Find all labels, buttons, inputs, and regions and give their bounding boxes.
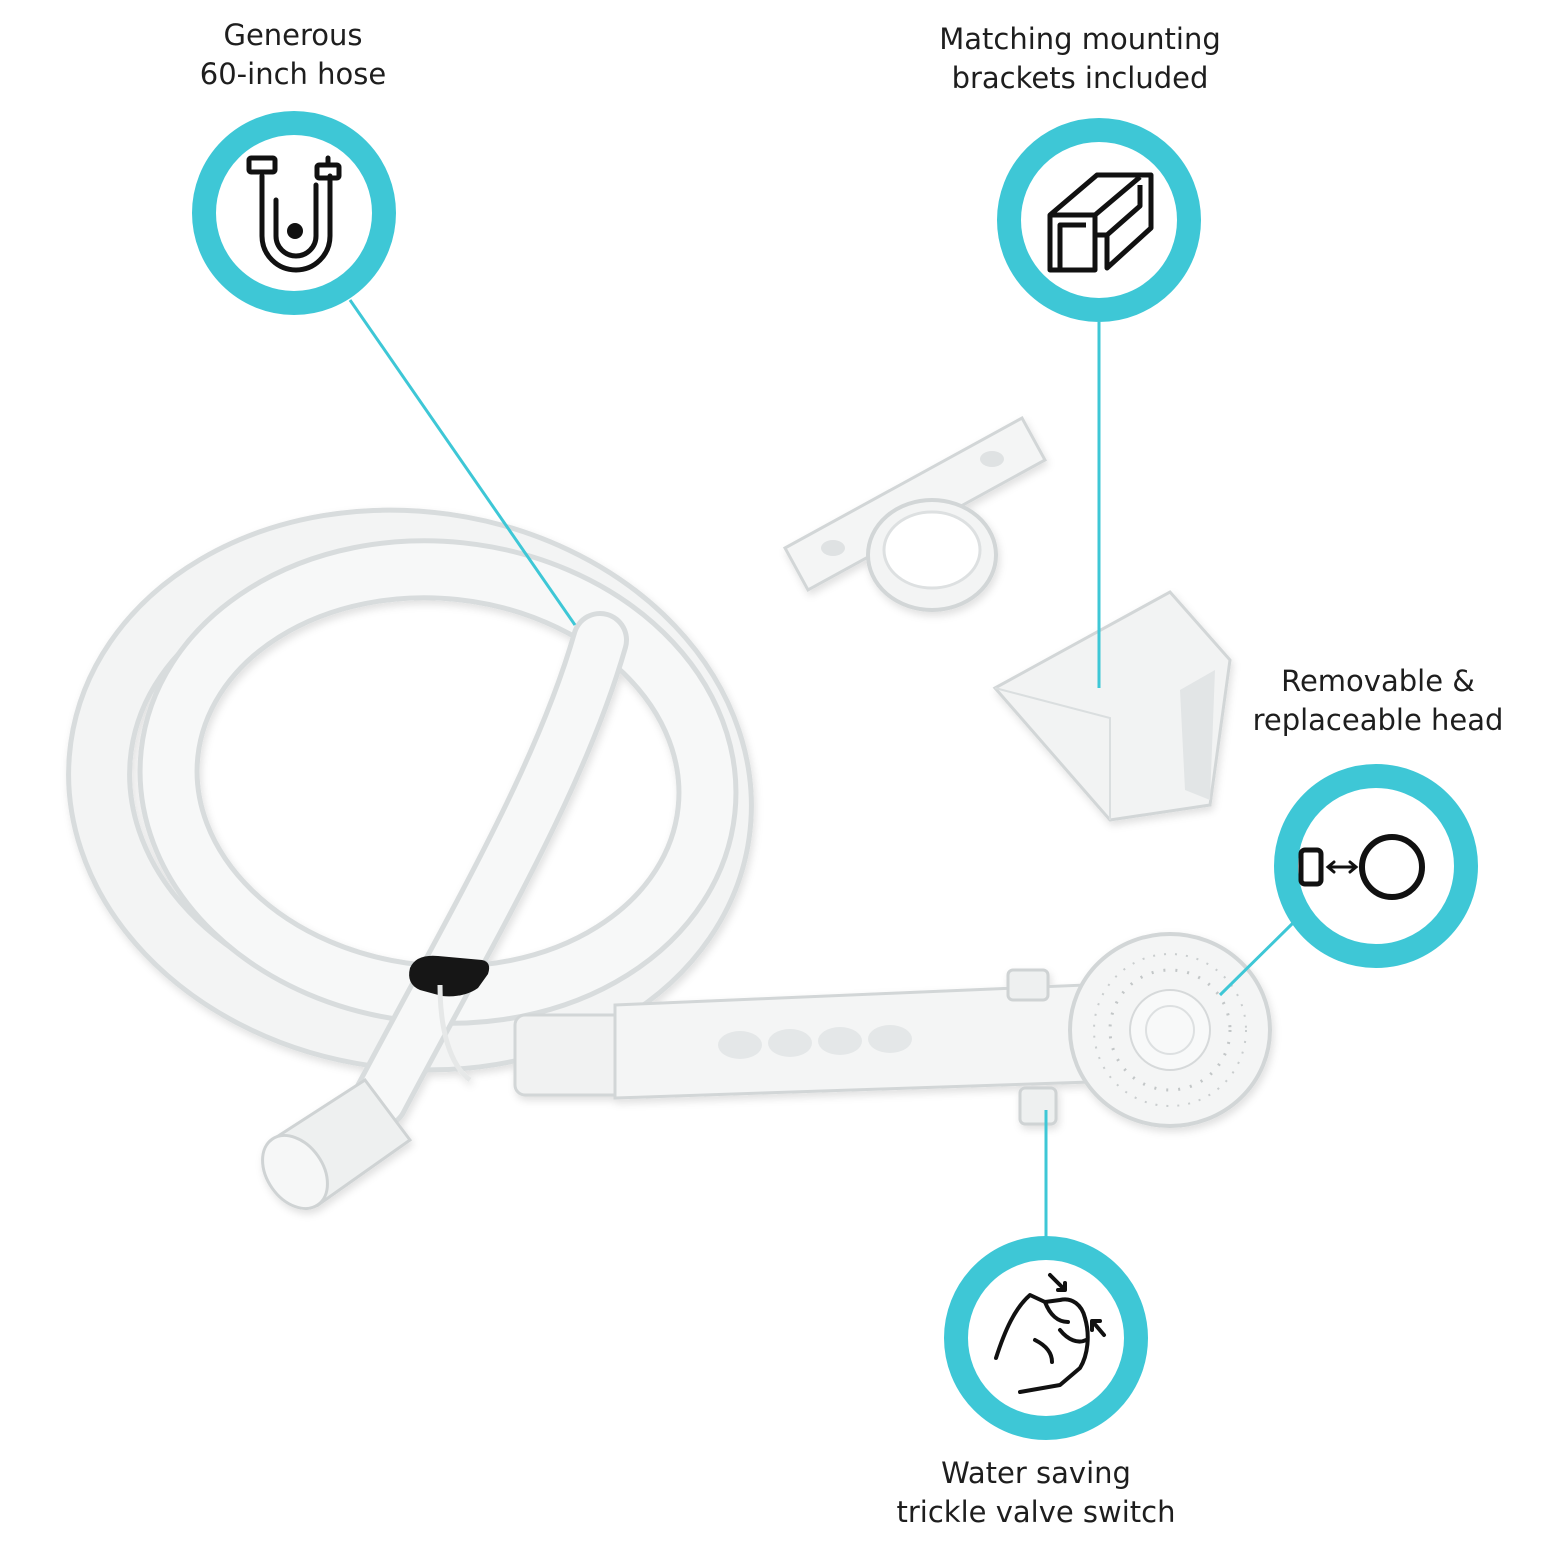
head-caption: Removable & replaceable head (1240, 662, 1516, 740)
swap-head-icon (1298, 834, 1425, 900)
zip-tie (437, 984, 472, 1082)
cradle-mounting-bracket (992, 590, 1232, 822)
callout-lines (348, 299, 1295, 1238)
valve-caption-line-1: Water saving (941, 1456, 1131, 1490)
head-caption-line-2: replaceable head (1252, 703, 1504, 737)
brackets-caption-line-1: Matching mounting (939, 22, 1221, 56)
brackets-caption-line-2: brackets included (951, 61, 1209, 95)
hose-callout-line (348, 299, 577, 626)
product-illustration (66, 415, 1272, 1210)
coiled-hose (66, 507, 754, 1129)
head-caption-line-1: Removable & (1281, 664, 1475, 698)
brackets-feature-badge (997, 118, 1201, 322)
head-callout-line (1218, 921, 1295, 997)
head-feature-badge (1274, 764, 1478, 968)
hose-end-connector (261, 1077, 413, 1210)
valve-feature-badge (944, 1236, 1148, 1440)
hose-caption: Generous 60-inch hose (180, 16, 406, 94)
bracket-profile-icon (1047, 172, 1154, 273)
shower-head (1068, 932, 1272, 1128)
hose-caption-line-1: Generous (223, 18, 363, 52)
hose-tag (409, 955, 490, 997)
brackets-caption: Matching mounting brackets included (930, 20, 1230, 98)
valve-caption: Water saving trickle valve switch (888, 1454, 1184, 1532)
ring-mounting-bracket (782, 415, 1048, 612)
hose-feature-badge (192, 111, 396, 315)
finger-press-icon (994, 1273, 1106, 1394)
valve-caption-line-2: trickle valve switch (896, 1495, 1176, 1529)
hose-caption-line-2: 60-inch hose (199, 57, 387, 91)
hose-coil-icon (246, 155, 342, 273)
shower-handle (513, 968, 1092, 1126)
